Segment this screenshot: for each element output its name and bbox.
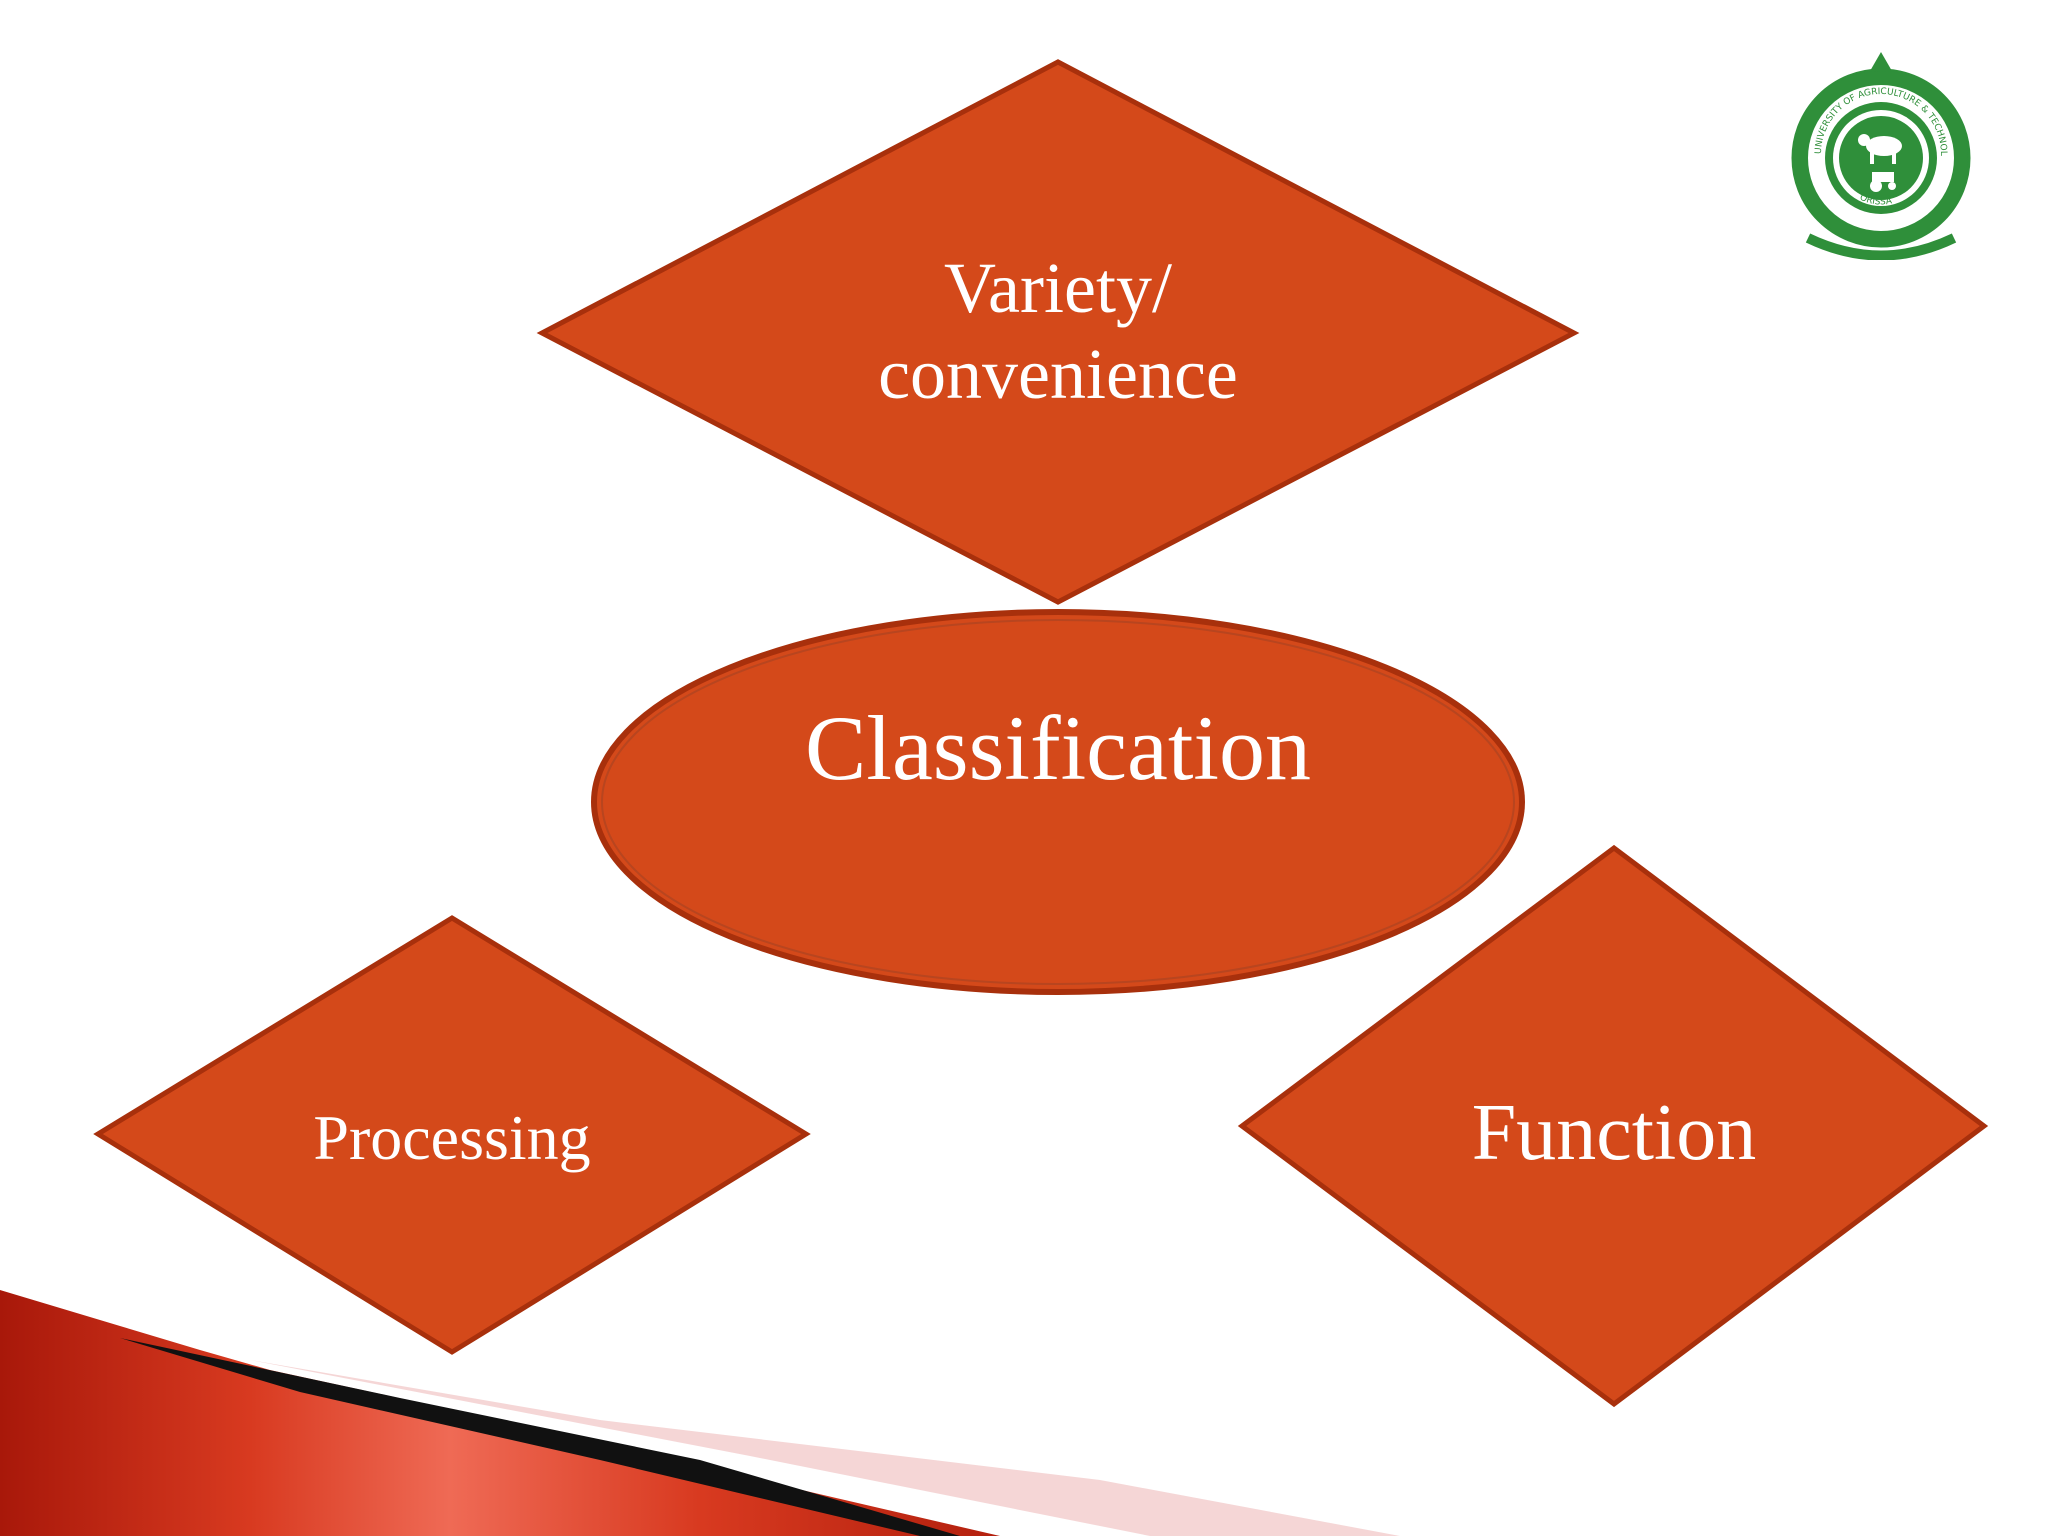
left-diamond — [93, 915, 811, 1355]
top-diamond — [536, 59, 1580, 605]
left-diamond-label: Processing — [313, 1102, 591, 1173]
university-logo: UNIVERSITY OF AGRICULTURE & TECHNOLOGY O… — [1788, 48, 1971, 260]
center-ellipse-label: Classification — [805, 697, 1311, 799]
top-label-line1: Variety/ — [944, 248, 1172, 328]
top-diamond-label: Variety/ convenience — [758, 245, 1358, 418]
right-diamond — [1237, 844, 1989, 1408]
right-diamond-label: Function — [1471, 1089, 1757, 1177]
top-label-line2: convenience — [878, 334, 1238, 415]
center-ellipse — [591, 609, 1525, 995]
